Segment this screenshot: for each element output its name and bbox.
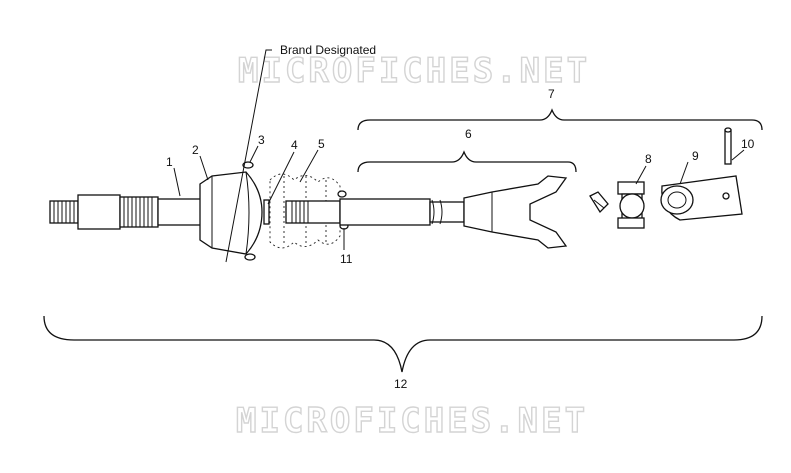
brace-12	[43, 315, 763, 373]
propeller-shaft-yoke-icon	[285, 175, 568, 249]
cv-joint-housing-icon	[199, 171, 263, 255]
roll-pin-icon	[724, 127, 732, 165]
callout-5: 5	[318, 137, 325, 151]
callout-12: 12	[394, 377, 408, 391]
snap-ring-icon	[263, 199, 270, 225]
grease-fitting-icon	[589, 191, 609, 214]
brace-6	[357, 150, 577, 173]
callout-4: 4	[291, 138, 298, 152]
callout-7: 7	[548, 87, 555, 101]
brand-designated-note: Brand Designated	[280, 43, 376, 57]
watermark-bottom: MICROFICHES.NET	[236, 401, 588, 441]
end-yoke-icon	[660, 175, 743, 221]
u-joint-cross-icon	[617, 181, 645, 229]
callout-9: 9	[692, 149, 699, 163]
callout-8: 8	[645, 152, 652, 166]
splined-stub-shaft-icon	[49, 194, 203, 230]
callout-10: 10	[741, 137, 755, 151]
callout-6: 6	[465, 127, 472, 141]
watermark-top: MICROFICHES.NET	[238, 51, 590, 91]
callout-11: 11	[340, 252, 353, 266]
leader-lines	[173, 49, 745, 263]
callout-1: 1	[166, 155, 173, 169]
brace-7	[357, 108, 763, 131]
callout-3: 3	[258, 133, 265, 147]
callout-2: 2	[192, 143, 199, 157]
boot-clamp-icon	[242, 161, 256, 261]
